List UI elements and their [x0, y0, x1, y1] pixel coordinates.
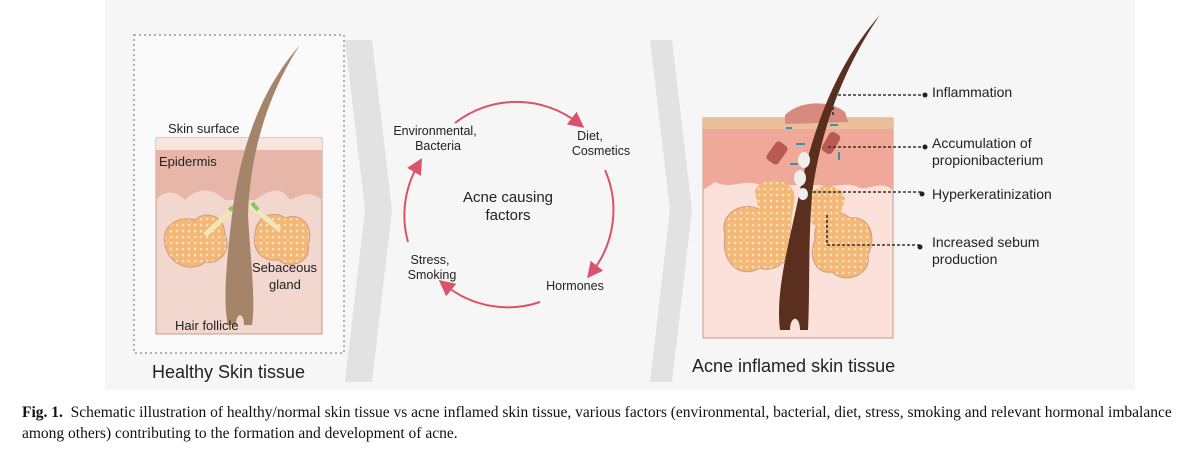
cycle-center-line2: factors [485, 207, 530, 224]
label-hair-follicle: Hair follicle [175, 318, 239, 333]
callout-accumulation: Accumulation of [932, 135, 1032, 151]
caption-label: Fig. 1. [22, 404, 63, 421]
healthy-skin-panel: Skin surface Epidermis Sebaceous gland H… [133, 34, 345, 382]
chevron-arrow-icon [345, 40, 392, 382]
acne-skin-panel: Inflammation Accumulation of propionibac… [692, 15, 1052, 376]
factor-cosmetics: Cosmetics [572, 144, 630, 158]
label-sebaceous: Sebaceous [252, 260, 318, 275]
factor-hormones: Hormones [546, 279, 604, 293]
healthy-title: Healthy Skin tissue [152, 362, 305, 382]
factor-stress: Stress, [411, 253, 450, 267]
factor-diet: Diet, [577, 129, 603, 143]
factor-bacteria: Bacteria [415, 139, 461, 153]
callout-hyperkeratinization: Hyperkeratinization [932, 186, 1052, 202]
chevron-arrow-icon [650, 40, 692, 382]
acne-figure: Skin surface Epidermis Sebaceous gland H… [133, 15, 1052, 382]
label-skin-surface: Skin surface [168, 121, 240, 136]
label-gland: gland [269, 277, 301, 292]
callout-increased-sebum: Increased sebum [932, 234, 1039, 250]
acne-factors-cycle: Environmental, Bacteria Diet, Cosmetics … [393, 100, 630, 309]
factor-smoking: Smoking [408, 268, 457, 282]
callout-inflammation: Inflammation [932, 84, 1012, 100]
figure-caption: Fig. 1. Schematic illustration of health… [22, 402, 1182, 444]
cycle-center-line1: Acne causing [463, 189, 553, 206]
label-epidermis: Epidermis [159, 154, 217, 169]
factor-environmental: Environmental, [393, 124, 476, 138]
callout-production: production [932, 251, 997, 267]
caption-text: Schematic illustration of healthy/normal… [22, 404, 1172, 442]
acne-title: Acne inflamed skin tissue [692, 356, 895, 376]
callout-propionibacterium: propionibacterium [932, 152, 1043, 168]
